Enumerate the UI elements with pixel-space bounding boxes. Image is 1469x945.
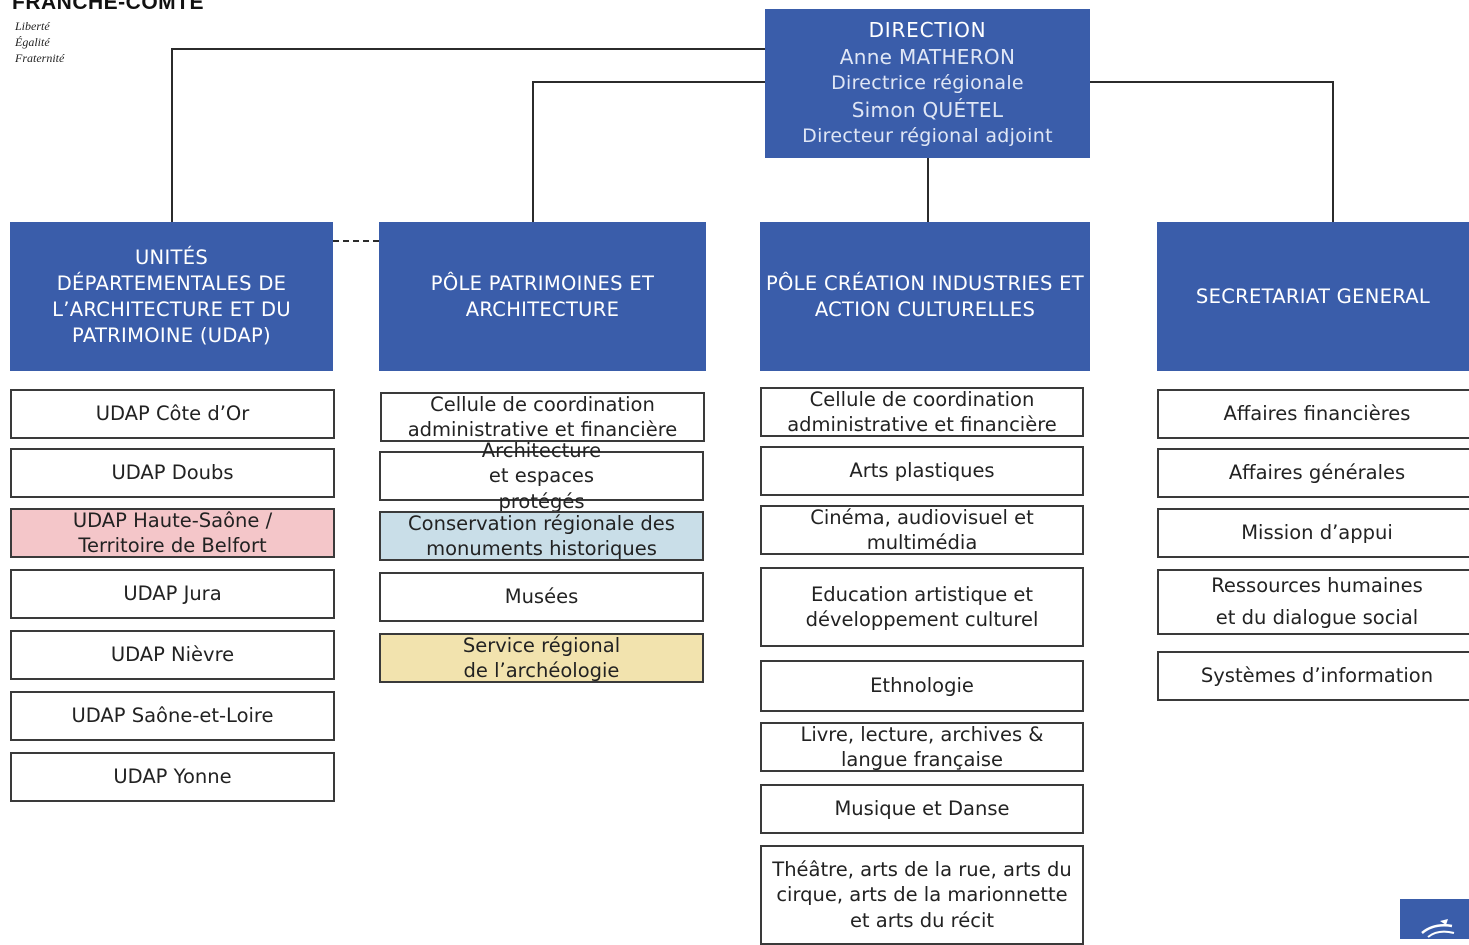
unit-box: Education artistique et développement cu… (760, 567, 1084, 647)
unit-box-highlighted: Conservation régionale des monuments his… (379, 511, 704, 561)
unit-box: Cellule de coordination administrative e… (760, 387, 1084, 437)
unit-box: Mission d’appui (1157, 508, 1469, 558)
unit-box: Affaires générales (1157, 448, 1469, 498)
unit-box: Systèmes d’information (1157, 651, 1469, 701)
unit-box: UDAP Saône-et-Loire (10, 691, 335, 741)
deputy-director-name: Simon QUÉTEL (851, 97, 1004, 122)
unit-box: Ressources humaines et du dialogue socia… (1157, 569, 1469, 635)
motto-egalite: Égalité (15, 35, 50, 49)
unit-box: UDAP Nièvre (10, 630, 335, 680)
unit-box: UDAP Yonne (10, 752, 335, 802)
unit-box-highlighted: UDAP Haute-Saône / Territoire de Belfort (10, 508, 335, 558)
unit-box: Cellule de coordination administrative e… (380, 392, 705, 442)
marianne-icon (1421, 919, 1455, 938)
unit-box: Ethnologie (760, 660, 1084, 712)
connector-udap (171, 48, 765, 222)
unit-box: Livre, lecture, archives & langue frança… (760, 722, 1084, 772)
column-header-udap: UNITÉS DÉPARTEMENTALES DE L’ARCHITECTURE… (10, 222, 333, 371)
unit-box: UDAP Doubs (10, 448, 335, 498)
unit-box: Arts plastiques (760, 446, 1084, 496)
motto-fraternite: Fraternité (15, 51, 65, 65)
direction-box: DIRECTION Anne MATHERON Directrice régio… (765, 9, 1090, 158)
unit-box: Musique et Danse (760, 784, 1084, 834)
republic-motto: Liberté Égalité Fraternité (15, 18, 64, 66)
unit-box: Affaires financières (1157, 389, 1469, 439)
region-title: FRANCHE-COMTE (12, 0, 204, 14)
unit-box: Théâtre, arts de la rue, arts du cirque,… (760, 845, 1084, 945)
connector-secretariat (1090, 81, 1334, 222)
unit-box-highlighted: Service régional de l’archéologie (379, 633, 704, 683)
column-header-creation: PÔLE CRÉATION INDUSTRIES ET ACTION CULTU… (760, 222, 1090, 371)
unit-box: UDAP Jura (10, 569, 335, 619)
ministry-logo (1400, 899, 1469, 939)
connector-patrimoines (532, 81, 765, 222)
unit-box: UDAP Côte d’Or (10, 389, 335, 439)
column-header-patrimoines: PÔLE PATRIMOINES ET ARCHITECTURE (379, 222, 706, 371)
direction-title: DIRECTION (868, 18, 987, 43)
motto-liberte: Liberté (15, 19, 50, 33)
column-header-secretariat: SECRETARIAT GENERAL (1157, 222, 1469, 371)
deputy-director-role: Directeur régional adjoint (802, 125, 1053, 148)
unit-box: Musées (379, 572, 704, 622)
unit-box: Architecture et espaces protégés (379, 439, 704, 513)
director-role: Directrice régionale (831, 72, 1024, 95)
unit-box: Cinéma, audiovisuel et multimédia (760, 505, 1084, 555)
director-name: Anne MATHERON (839, 44, 1016, 69)
